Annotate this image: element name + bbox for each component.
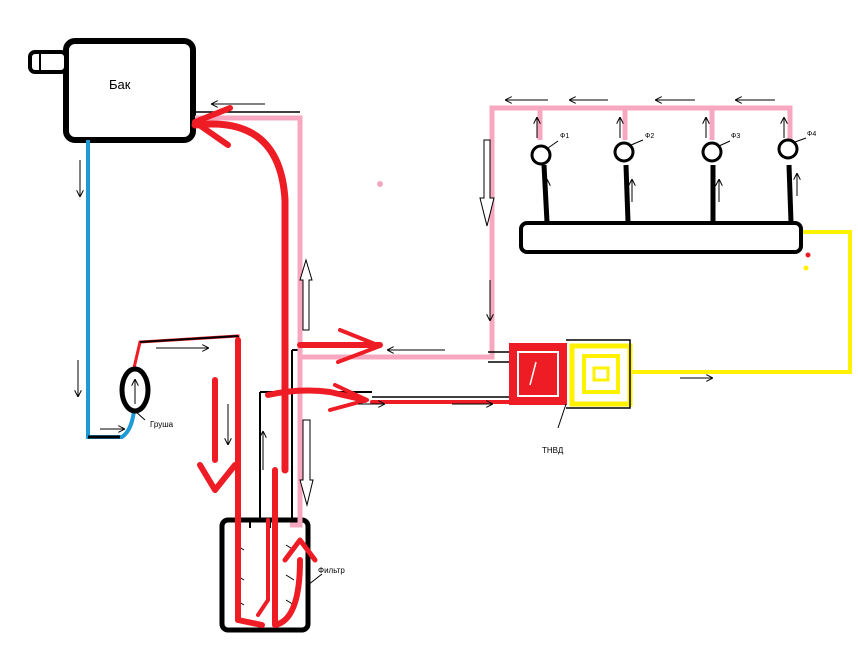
return-line-pink [195,105,793,528]
injector-4 [777,137,807,223]
fuel-filter [219,517,323,633]
tank-label: Бак [109,77,131,92]
injector-3-label: Ф3 [731,133,741,140]
flow-arrows [212,100,797,470]
indicator-dots [377,181,811,271]
injector-1 [530,140,559,223]
injector-2 [613,139,644,223]
injection-pump [509,343,567,429]
return-line-pink-outline [195,111,510,363]
flow-arrows-blue-line [78,160,124,429]
injector-2-label: Ф2 [645,133,655,140]
supply-line-blue [86,140,136,439]
injector-3 [701,140,731,222]
flow-arrows-bulb-line [156,348,228,444]
pressure-line-red [191,105,512,628]
filter-label: Фильтр [318,566,345,575]
fuel-tank [28,38,196,143]
injector-4-label: Ф4 [807,131,817,138]
primer-bulb [119,334,240,421]
pump-drive-yellow-outline [566,339,631,409]
pump-label: ТНВД [542,446,564,455]
hollow-flow-arrows [299,139,495,507]
bulb-label: Груша [150,420,174,429]
injector-1-label: Ф1 [560,133,570,140]
injector-rail [519,221,803,254]
